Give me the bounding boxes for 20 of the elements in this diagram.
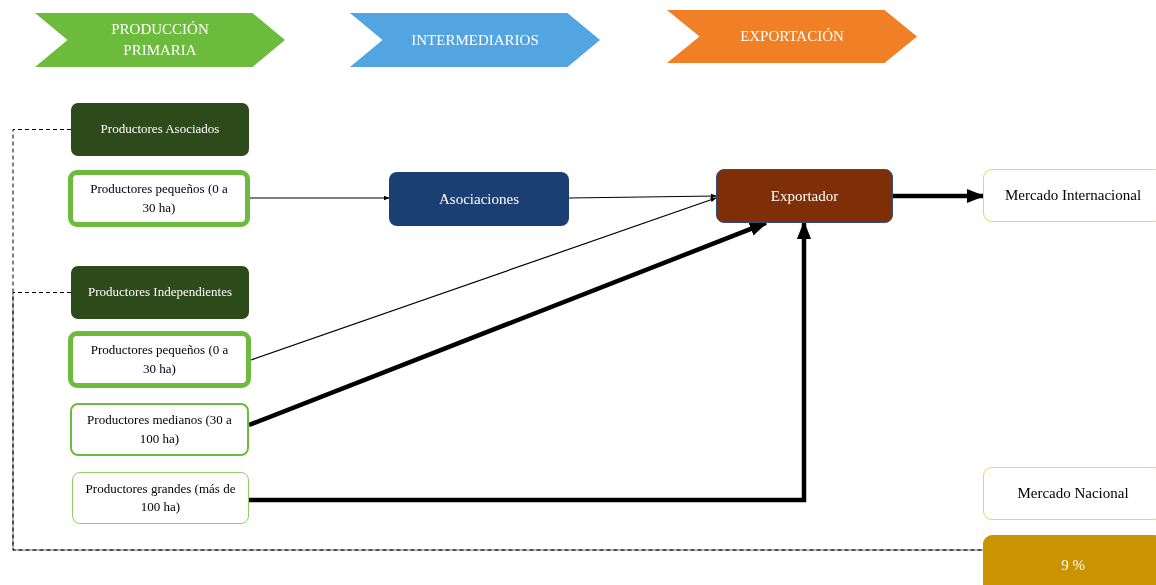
group-header-box: Productores Independientes — [71, 266, 249, 319]
stage-chevron: PRODUCCIÓN PRIMARIA — [35, 13, 285, 67]
market-box: Mercado Nacional — [983, 467, 1156, 520]
producer-box: Productores grandes (más de 100 ha) — [72, 472, 249, 524]
share-box: 9 % — [983, 535, 1156, 585]
arrow — [893, 188, 985, 204]
process-box: Exportador — [716, 169, 893, 223]
producer-box: Productores medianos (30 a 100 ha) — [70, 403, 249, 456]
stage-chevron: INTERMEDIARIOS — [350, 13, 600, 67]
producer-box: Productores pequeños (0 a 30 ha) — [68, 331, 251, 388]
arrow — [249, 221, 812, 503]
producer-box: Productores pequeños (0 a 30 ha) — [68, 170, 250, 227]
process-box: Asociaciones — [389, 172, 569, 226]
group-header-box: Productores Asociados — [71, 103, 249, 156]
market-box: Mercado Internacional — [983, 169, 1156, 222]
arrow — [250, 197, 717, 361]
arrow — [568, 193, 717, 199]
arrow — [249, 195, 390, 201]
dashed-bracket-line — [12, 292, 984, 551]
stage-chevron: EXPORTACIÓN — [667, 10, 917, 63]
